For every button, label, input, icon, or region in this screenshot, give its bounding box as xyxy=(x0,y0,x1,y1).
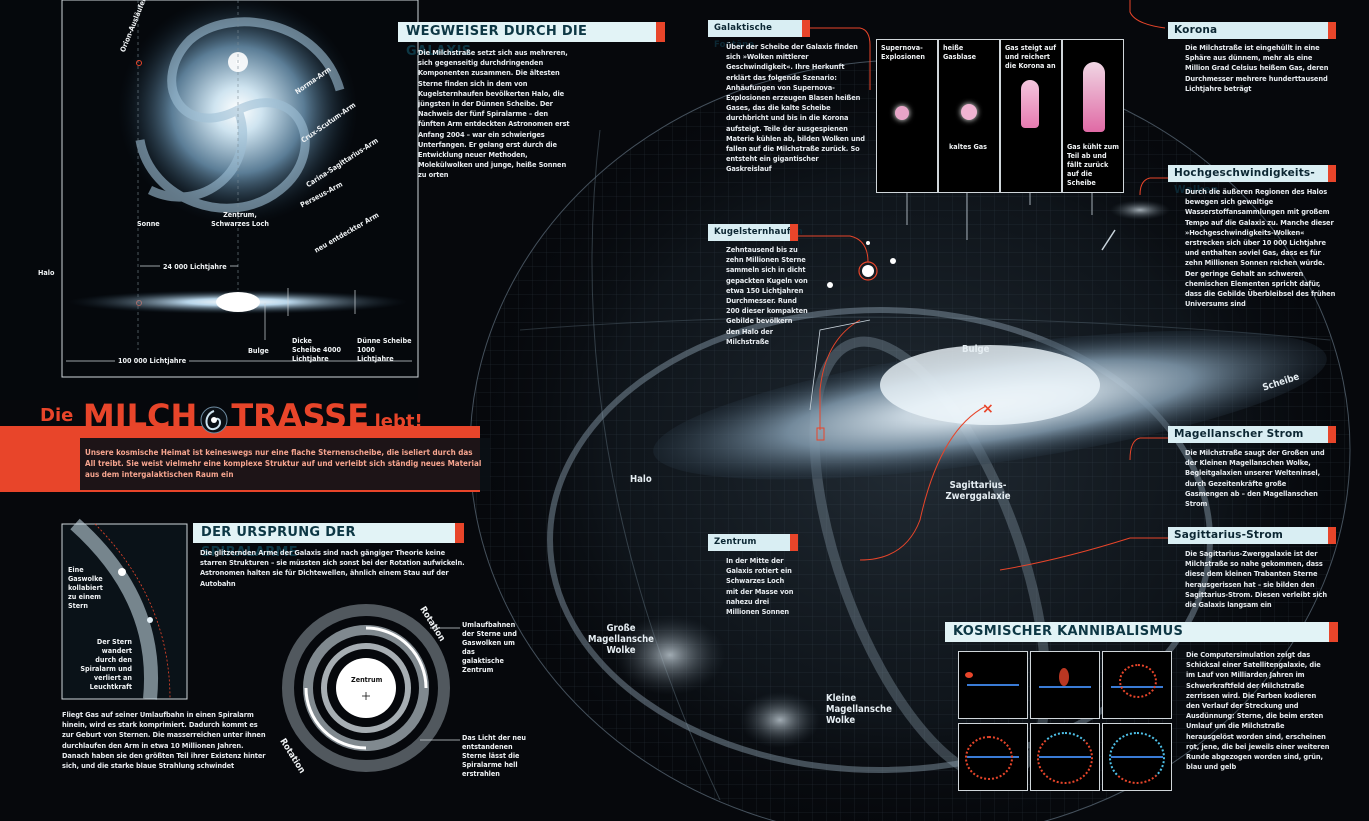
duenne-scheibe-label: Dünne Scheibe 1000 Lichtjahre xyxy=(357,336,412,363)
page-title: Die MILCH TRASSE lebt! xyxy=(40,397,423,445)
kugel-banner: Kugelsternhaufen xyxy=(708,224,803,241)
zentrum-text: In der Mitte der Galaxis rotiert ein Sch… xyxy=(726,556,794,617)
grosse-wolke-label: Große Magellansche Wolke xyxy=(588,623,654,656)
sim-frame-1 xyxy=(958,651,1028,719)
fontaene-step-1: Supernova-Explosionen xyxy=(876,39,938,193)
sonne-label: Sonne xyxy=(137,219,160,228)
ursprung-bottom-text: Fliegt Gas auf seiner Umlaufbahn in eine… xyxy=(62,710,266,771)
zentrum-label: Zentrum, Schwarzes Loch xyxy=(211,210,269,228)
kleine-wolke-label: Kleine Magellansche Wolke xyxy=(826,693,892,726)
kannibalismus-banner: KOSMISCHER KANNIBALISMUS xyxy=(945,622,1338,642)
fontaene-step-2: heiße Gasblase kaltes Gas xyxy=(938,39,1000,193)
fontaene-text: Über der Scheibe der Galaxis finden sich… xyxy=(726,42,865,174)
title-lebt: lebt! xyxy=(374,411,423,432)
gaswolke-label: Eine Gaswolke kollabiert zu einem Stern xyxy=(68,565,103,610)
dicke-scheibe-label: Dicke Scheibe 4000 Lichtjahre xyxy=(292,336,341,363)
title-die: Die xyxy=(40,405,74,426)
sgr-strom-text: Die Sagittarius-Zwerggalaxie ist der Mil… xyxy=(1185,549,1328,610)
fontaene-banner: Galaktische Fontäne xyxy=(708,20,810,50)
sim-frame-2 xyxy=(1030,651,1100,719)
step-2-top: heiße Gasblase xyxy=(943,43,976,61)
supernova-icon xyxy=(895,106,909,120)
title-main-left: MILCH xyxy=(82,397,198,435)
bulge-label-left: Bulge xyxy=(248,346,269,355)
wegweiser-text: Die Milchstraße setzt sich aus mehreren,… xyxy=(418,48,570,180)
wegweiser-banner: WEGWEISER DURCH DIE GALAXIS xyxy=(398,22,665,59)
intro-text: Unsere kosmische Heimat ist keineswegs n… xyxy=(85,448,482,479)
fontaene-step-4: Gas kühlt zum Teil ab und fällt zurück a… xyxy=(1062,39,1124,193)
licht-label: Das Licht der neu entstandenen Sterne lä… xyxy=(462,733,526,778)
sim-frame-6 xyxy=(1102,723,1172,791)
svg-text:×: × xyxy=(982,401,994,417)
gas-plume-icon xyxy=(1021,80,1039,128)
spiral-logo-icon xyxy=(197,405,231,435)
korona-banner: Korona xyxy=(1168,22,1336,39)
ursprung-banner: DER URSPRUNG DER SPIRALARME xyxy=(193,523,464,560)
sim-frame-3 xyxy=(1102,651,1172,719)
sim-frame-5 xyxy=(1030,723,1100,791)
umlaufbahnen-label: Umlaufbahnen der Sterne und Gaswolken um… xyxy=(462,620,517,674)
korona-text: Die Milchstraße ist eingehüllt in eine S… xyxy=(1185,43,1329,93)
sagittarius-label: Sagittarius-Zwerggalaxie xyxy=(945,480,1011,502)
kugel-text: Zehntausend bis zu zehn Millionen Sterne… xyxy=(726,245,808,346)
stern-label: Der Stern wandert durch den Spiralarm un… xyxy=(80,637,132,691)
kannibalismus-text: Die Computersimulation zeigt das Schicks… xyxy=(1186,650,1330,772)
sgr-strom-banner: Sagittarius-Strom xyxy=(1168,527,1336,544)
sim-frame-4 xyxy=(958,723,1028,791)
distance-24000: 24 000 Lichtjahre xyxy=(160,262,230,271)
zentrum-banner: Zentrum xyxy=(708,534,798,551)
magellan-banner: Magellanscher Strom xyxy=(1168,426,1336,443)
step-1-top: Supernova-Explosionen xyxy=(881,43,925,61)
step-4-bottom: Gas kühlt zum Teil ab und fällt zurück a… xyxy=(1067,142,1119,187)
title-main-right: TRASSE xyxy=(231,397,370,435)
hvc-banner: Hochgeschwindigkeits-Wolken xyxy=(1168,165,1336,196)
gas-bubble-icon xyxy=(961,104,977,120)
hvc-text: Durch die äußeren Regionen des Halos bew… xyxy=(1185,187,1336,309)
magellan-text: Die Milchstraße saugt der Großen und der… xyxy=(1185,448,1325,509)
zentrum-spiral-label: Zentrum xyxy=(351,675,383,684)
halo-label-left: Halo xyxy=(38,268,55,277)
bulge-label: Bulge xyxy=(962,344,990,355)
step-3-top: Gas steigt auf und reichert die Korona a… xyxy=(1005,43,1057,70)
distance-100000: 100 000 Lichtjahre xyxy=(115,356,190,365)
ursprung-text: Die glitzernden Arme der Galaxis sind na… xyxy=(200,548,465,588)
halo-label: Halo xyxy=(630,474,652,485)
fontaene-step-3: Gas steigt auf und reichert die Korona a… xyxy=(1000,39,1062,193)
simulation-grid xyxy=(958,651,1172,815)
step-2-bottom: kaltes Gas xyxy=(949,142,987,151)
cooling-gas-icon xyxy=(1083,62,1105,132)
